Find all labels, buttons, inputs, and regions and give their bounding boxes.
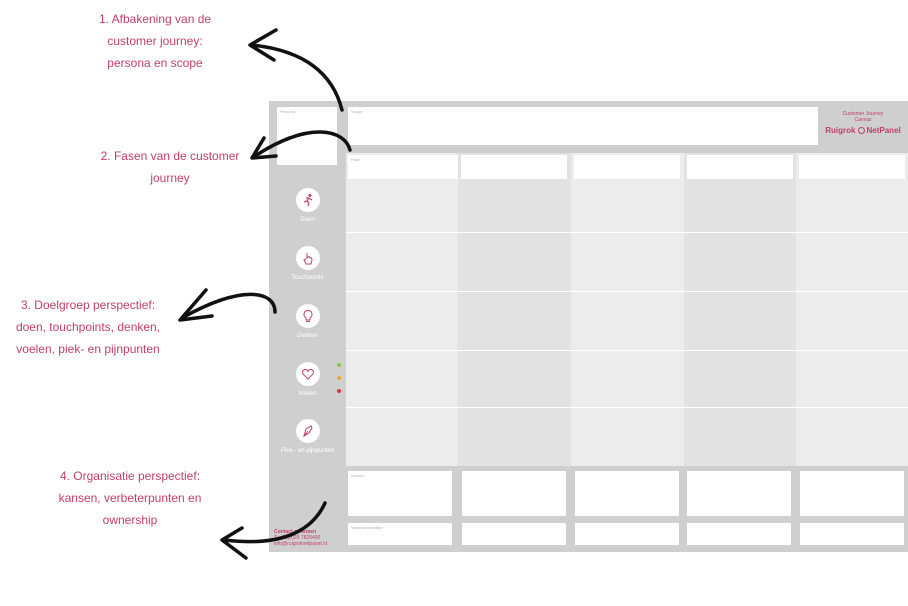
scope-label: Scope xyxy=(351,109,363,114)
annotation-organisation: 4. Organisatie perspectief: kansen, verb… xyxy=(48,465,212,531)
row-doen: Doen xyxy=(269,188,346,223)
scope-box: Scope xyxy=(348,107,818,145)
annotation-line: voelen, piek- en pijnpunten xyxy=(16,342,160,356)
brand-logo: Ruigrok NetPanel xyxy=(824,126,902,135)
phase-column xyxy=(571,153,684,466)
annotation-line: journey xyxy=(150,171,190,185)
annotation-line: persona en scope xyxy=(107,56,203,70)
canvas-title: Customer Journey Canvas xyxy=(824,111,902,123)
arrow-target-group xyxy=(180,292,277,320)
arrowhead-phases xyxy=(250,136,278,160)
verantwoordelijke-box xyxy=(575,523,679,545)
phase-label: Fase xyxy=(351,157,360,162)
mood-dot-positive xyxy=(337,363,341,367)
pen-nib-icon xyxy=(295,419,320,443)
verantwoordelijke-box xyxy=(800,523,904,545)
annotation-line: 3. Doelgroep perspectief: xyxy=(20,298,156,312)
annotation-phases: 2. Fasen van de customer journey xyxy=(92,145,248,189)
row-separator xyxy=(346,291,908,292)
annotation-line: kansen, verbeterpunten en xyxy=(58,491,202,505)
annotation-line: doen, touchpoints, denken, xyxy=(15,320,161,334)
verantwoordelijke-box xyxy=(462,523,566,545)
phase-column xyxy=(684,153,796,466)
row-separator xyxy=(346,407,908,408)
brand-name-right: NetPanel xyxy=(866,126,901,135)
arrow-scope xyxy=(250,43,344,112)
annotation-line: ownership xyxy=(102,513,158,527)
kansen-box xyxy=(462,471,566,516)
phase-header xyxy=(574,155,680,179)
hand-pointer-icon xyxy=(295,246,320,270)
phase-header: Fase xyxy=(348,155,458,179)
row-piek-pijnpunten: Piek - en pijnpunten xyxy=(269,419,346,454)
arrowhead-scope xyxy=(248,28,278,62)
row-voelen: Voelen xyxy=(269,362,346,397)
annotation-line: 4. Organisatie perspectief: xyxy=(59,469,201,483)
heart-icon xyxy=(295,362,320,386)
persona-label: Persona xyxy=(280,109,295,114)
row-denken: Denken xyxy=(269,304,346,339)
running-person-icon xyxy=(295,188,320,212)
row-label-text: Doen xyxy=(300,217,315,223)
contact-line: T: +31(0)20 7825400 xyxy=(274,535,321,541)
lightbulb-icon xyxy=(295,304,320,328)
phase-column xyxy=(458,153,571,466)
annotation-line: customer journey: xyxy=(107,34,203,48)
arrow-organisation xyxy=(223,501,327,544)
row-label-text: Denken xyxy=(297,333,318,339)
annotation-line: 2. Fasen van de customer xyxy=(100,149,240,163)
phase-header xyxy=(461,155,567,179)
arrowhead-organisation xyxy=(220,526,248,560)
contact-line: info@ruigroknetpanel.nl xyxy=(274,541,327,547)
annotation-scope: 1. Afbakening van de customer journey: p… xyxy=(80,8,230,74)
annotation-line: 1. Afbakening van de xyxy=(98,12,212,26)
row-label-text: Piek - en pijnpunten xyxy=(280,448,335,454)
kansen-box xyxy=(800,471,904,516)
verantwoordelijke-box xyxy=(687,523,791,545)
arrow-phases xyxy=(253,130,352,158)
phase-header xyxy=(799,155,905,179)
verantwoordelijke-label: Verantwoordelijke xyxy=(351,525,383,530)
row-label-text: Voelen xyxy=(298,391,317,397)
phase-column xyxy=(346,153,458,466)
row-label-text: Touchpoints xyxy=(291,275,324,281)
kansen-label: Kansen xyxy=(351,473,365,478)
mood-dot-neutral xyxy=(337,376,341,380)
arrowhead-target-group xyxy=(178,288,214,322)
row-separator xyxy=(346,232,908,233)
kansen-box: Kansen xyxy=(348,471,452,516)
kansen-box xyxy=(575,471,679,516)
customer-journey-canvas: Persona Scope Customer Journey Canvas Ru… xyxy=(269,101,908,552)
brand-name-left: Ruigrok xyxy=(825,126,856,135)
phase-header xyxy=(687,155,793,179)
row-touchpoints: Touchpoints xyxy=(269,246,346,281)
kansen-box xyxy=(687,471,791,516)
phase-column xyxy=(796,153,908,466)
canvas-title-line: Canvas xyxy=(854,117,872,123)
brand-circle-icon xyxy=(857,127,865,134)
mood-dot-negative xyxy=(337,389,341,393)
canvas-title-line: Customer Journey xyxy=(842,111,884,117)
verantwoordelijke-box: Verantwoordelijke xyxy=(348,523,452,545)
annotation-target-group: 3. Doelgroep perspectief: doen, touchpoi… xyxy=(3,294,173,360)
row-separator xyxy=(346,350,908,351)
persona-box: Persona xyxy=(277,107,337,165)
